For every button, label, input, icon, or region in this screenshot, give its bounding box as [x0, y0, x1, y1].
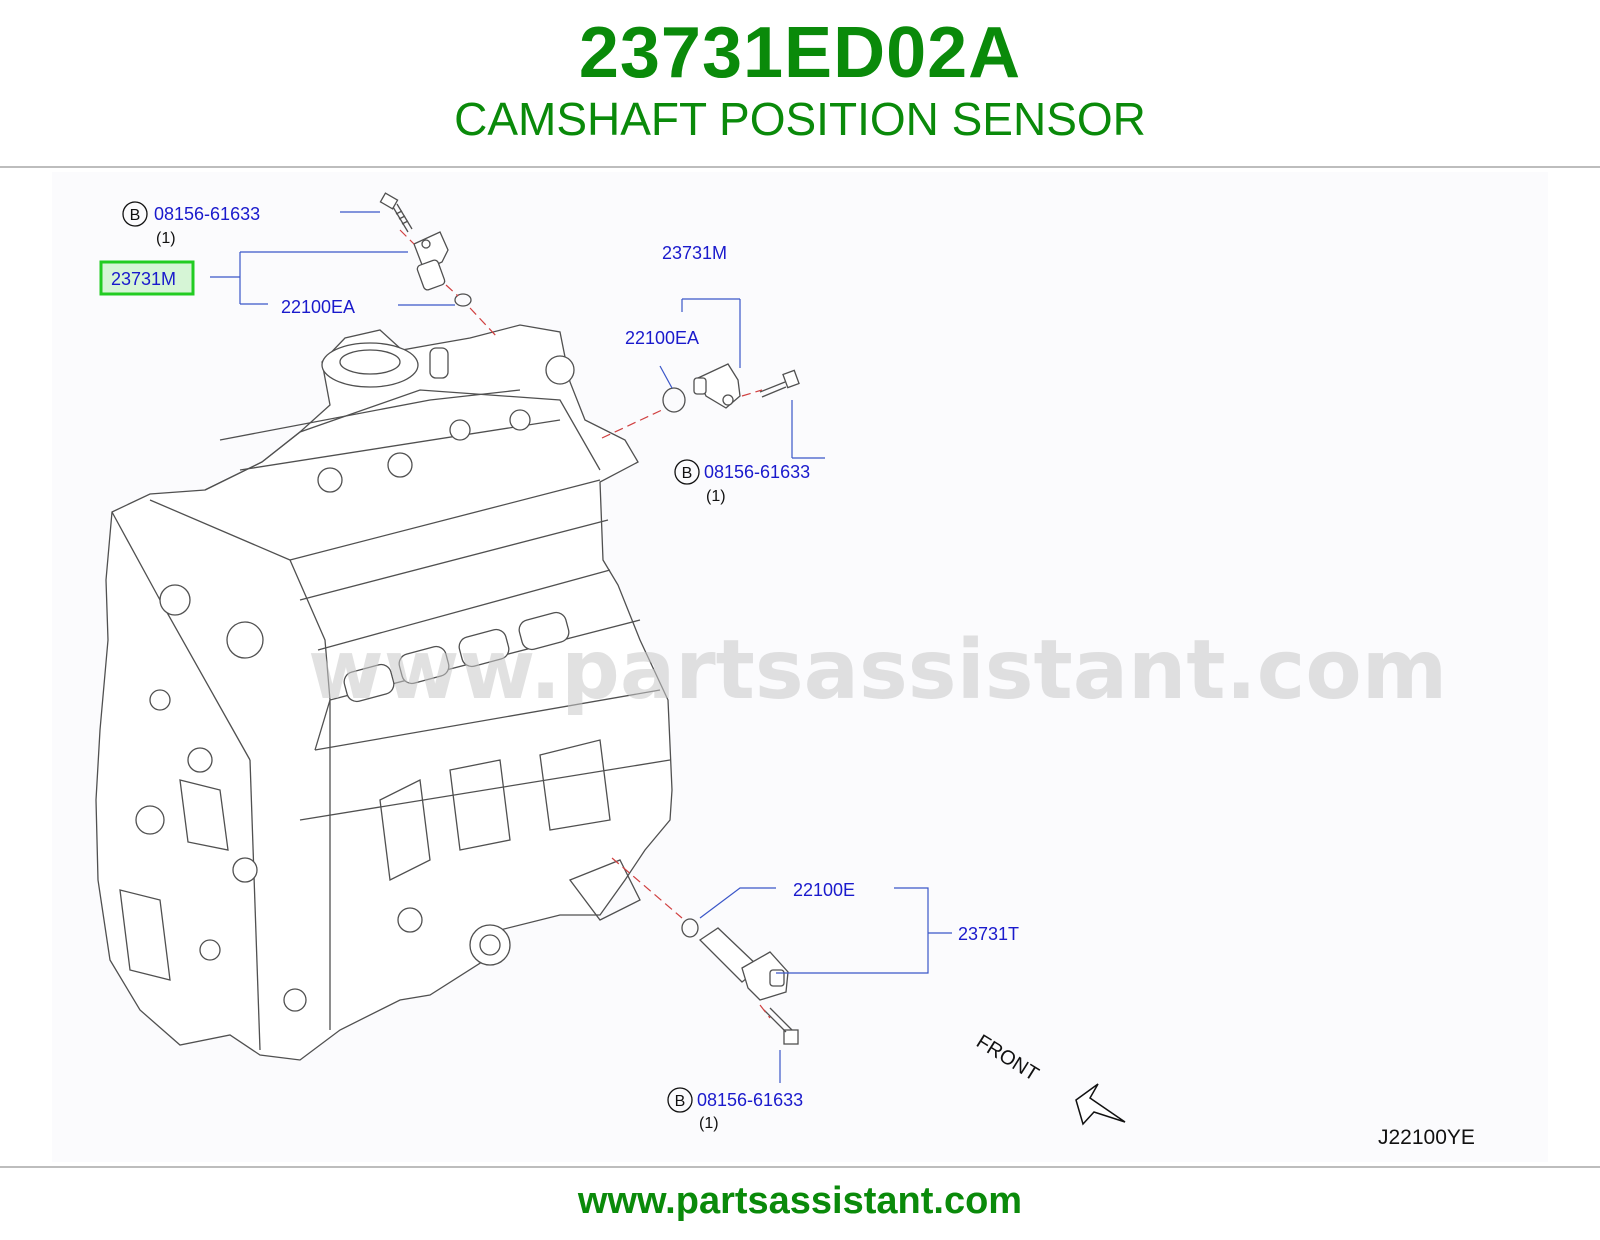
- bottom-sensor-assembly: [611, 857, 799, 1045]
- top-left-sensor-assembly: [379, 192, 499, 339]
- oring-bottom-icon: [681, 918, 699, 938]
- bolt-marker-right: [674, 459, 700, 485]
- header-divider: [0, 166, 1600, 168]
- footer-divider: [0, 1166, 1600, 1168]
- bolt-marker-text-bottom: B: [675, 1093, 686, 1110]
- label-sensor-right[interactable]: 23731M: [662, 243, 727, 263]
- bolt-marker-bottom: [667, 1087, 693, 1113]
- bolt-bottom-icon: [763, 1007, 799, 1045]
- bolt-marker-text-right: B: [682, 465, 693, 482]
- front-label: FRONT: [972, 1031, 1042, 1086]
- intake-port-2: [458, 628, 510, 668]
- part-name-subtitle: CAMSHAFT POSITION SENSOR: [454, 93, 1146, 145]
- label-bolt-bottom[interactable]: 08156-61633: [697, 1090, 803, 1110]
- bolt-right-icon: [759, 369, 800, 398]
- intake-port-4: [343, 663, 395, 703]
- header: 23731ED02A CAMSHAFT POSITION SENSOR: [0, 0, 1600, 168]
- bolt-marker-text-top-left: B: [130, 207, 141, 224]
- front-arrow-icon: [1075, 1083, 1126, 1126]
- camshaft-sensor-right-icon: [693, 363, 741, 409]
- label-oring-bottom[interactable]: 22100E: [793, 880, 855, 900]
- watermark-text: www.partsassistant.com: [308, 623, 1447, 718]
- label-sensor-top-left[interactable]: 23731M: [111, 269, 176, 289]
- right-sensor-assembly: [601, 363, 800, 439]
- leader-lines: [210, 211, 952, 1083]
- label-oring-top-left[interactable]: 22100EA: [281, 297, 355, 317]
- label-bolt-right[interactable]: 08156-61633: [704, 462, 810, 482]
- engine-illustration: [95, 324, 673, 1061]
- bolt-top-left-icon: [379, 192, 413, 233]
- label-sensor-bottom[interactable]: 23731T: [958, 924, 1019, 944]
- part-number-title: 23731ED02A: [578, 13, 1022, 93]
- camshaft-sensor-top-left-icon: [413, 231, 449, 291]
- intake-port-1: [398, 645, 450, 685]
- oil-filler-cap: [321, 342, 419, 388]
- camshaft-sensor-bottom-icon: [698, 927, 789, 1001]
- label-oring-right[interactable]: 22100EA: [625, 328, 699, 348]
- label-bolt-top-left-qty: (1): [156, 230, 176, 247]
- head-cover: [204, 389, 601, 491]
- oring-top-left-icon: [454, 293, 472, 307]
- label-bolt-top-left[interactable]: 08156-61633: [154, 204, 260, 224]
- intake-port-3: [518, 611, 570, 651]
- oring-right-icon: [662, 387, 686, 413]
- highlight-box-sensor-top-left: [99, 260, 195, 296]
- label-bolt-bottom-qty: (1): [699, 1115, 719, 1132]
- footer-website-link[interactable]: www.partsassistant.com: [577, 1180, 1023, 1222]
- diagram-reference-code: J22100YE: [1378, 1126, 1475, 1149]
- bolt-marker-top-left: [122, 201, 148, 227]
- label-bolt-right-qty: (1): [706, 488, 726, 505]
